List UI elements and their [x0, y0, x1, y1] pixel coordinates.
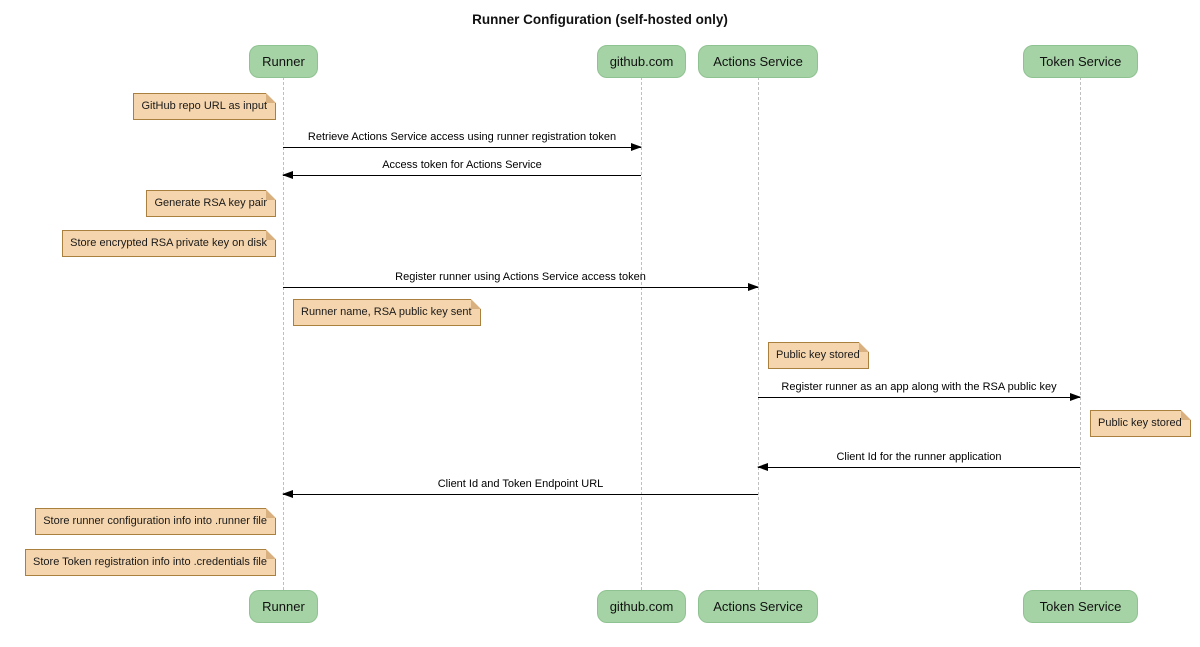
arrowhead-right-icon [748, 282, 759, 291]
participant-token-top: Token Service [1023, 45, 1138, 78]
participant-runner-top: Runner [249, 45, 318, 78]
note-public-key-stored-token: Public key stored [1090, 410, 1191, 437]
message-register-runner: Register runner using Actions Service ac… [283, 271, 759, 291]
note-runner-name-sent: Runner name, RSA public key sent [293, 299, 481, 326]
message-line [282, 170, 641, 179]
lifeline-actions-service [758, 77, 759, 590]
participant-runner-bottom: Runner [249, 590, 318, 623]
participant-actions-top: Actions Service [698, 45, 818, 78]
message-line [758, 392, 1081, 401]
message-label: Client Id and Token Endpoint URL [437, 478, 604, 490]
note-store-credentials-file: Store Token registration info into .cred… [25, 549, 276, 576]
lifeline-github [641, 77, 642, 590]
message-access-token: Access token for Actions Service [282, 159, 641, 179]
arrowhead-left-icon [282, 489, 293, 498]
lifeline-runner [283, 77, 284, 590]
participant-token-bottom: Token Service [1023, 590, 1138, 623]
message-retrieve-actions-access: Retrieve Actions Service access using ru… [283, 131, 642, 151]
participant-github-top: github.com [597, 45, 686, 78]
note-store-runner-file: Store runner configuration info into .ru… [35, 508, 276, 535]
arrowhead-right-icon [1070, 392, 1081, 401]
diagram-title: Runner Configuration (self-hosted only) [472, 12, 728, 27]
participant-actions-bottom: Actions Service [698, 590, 818, 623]
lifeline-token-service [1080, 77, 1081, 590]
arrowhead-right-icon [631, 142, 642, 151]
message-register-app: Register runner as an app along with the… [758, 381, 1081, 401]
arrowhead-left-icon [282, 170, 293, 179]
message-label: Retrieve Actions Service access using ru… [307, 131, 617, 143]
message-client-id: Client Id for the runner application [757, 451, 1080, 471]
message-label: Client Id for the runner application [836, 451, 1002, 463]
message-line [283, 282, 759, 291]
note-store-private-key: Store encrypted RSA private key on disk [62, 230, 276, 257]
message-line [282, 489, 758, 498]
message-client-id-endpoint: Client Id and Token Endpoint URL [282, 478, 758, 498]
message-line [283, 142, 642, 151]
message-line [757, 462, 1080, 471]
message-label: Access token for Actions Service [382, 159, 542, 171]
note-public-key-stored-actions: Public key stored [768, 342, 869, 369]
note-generate-rsa-key-pair: Generate RSA key pair [146, 190, 276, 217]
message-label: Register runner as an app along with the… [781, 381, 1057, 393]
participant-github-bottom: github.com [597, 590, 686, 623]
message-label: Register runner using Actions Service ac… [395, 271, 646, 283]
arrowhead-left-icon [757, 462, 768, 471]
note-github-repo-url: GitHub repo URL as input [133, 93, 276, 120]
